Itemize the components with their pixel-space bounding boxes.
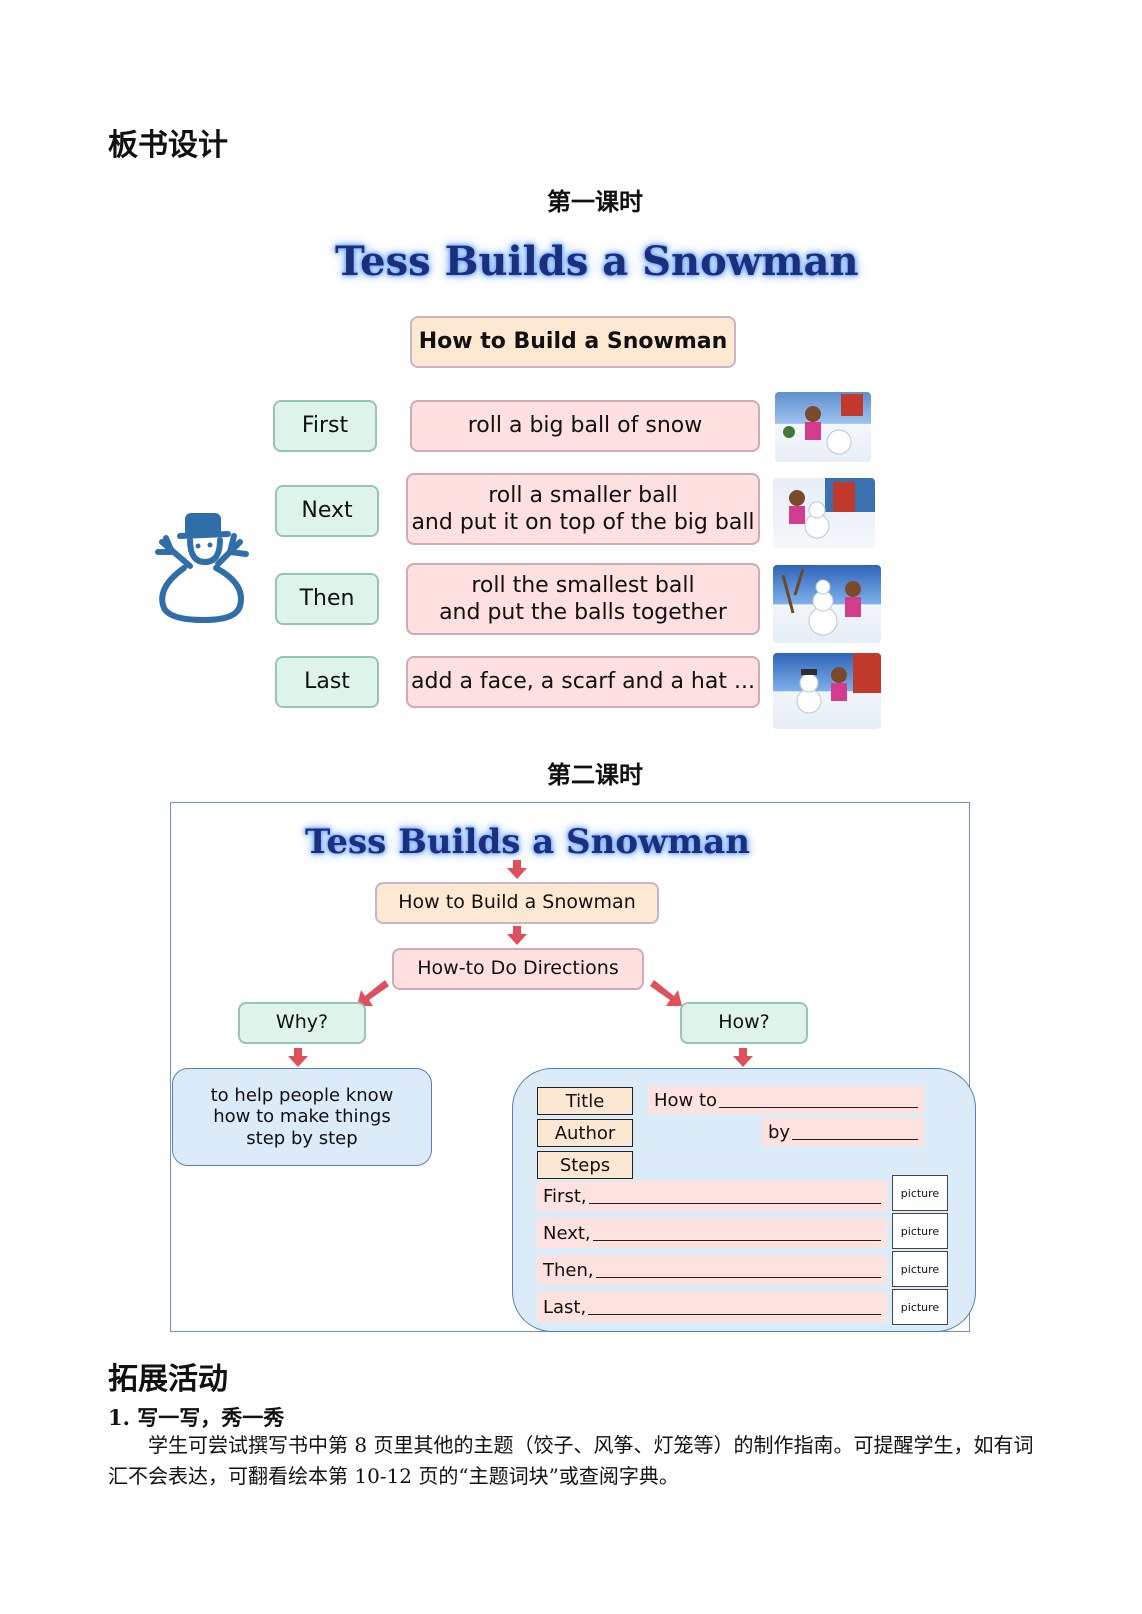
picture-box: picture — [892, 1175, 948, 1211]
step-fill-line-first: First, — [537, 1181, 887, 1211]
step-action-box-then: roll the smallest ball and put the balls… — [406, 563, 760, 635]
title-blank — [719, 1093, 918, 1108]
step-fill-line-next: Next, — [537, 1218, 887, 1248]
author-label: Author — [554, 1122, 616, 1144]
step-action-box-last: add a face, a scarf and a hat ... — [406, 656, 760, 708]
step-blank — [592, 1226, 881, 1241]
why-label: Why? — [275, 1011, 329, 1034]
step-word-box-then: Then — [275, 573, 379, 625]
step-fill-line-then: Then, — [537, 1255, 887, 1285]
author-label-box: Author — [537, 1119, 633, 1147]
arrow-down-right-icon — [650, 980, 682, 1006]
why-answer-box: to help people know how to make things s… — [172, 1068, 432, 1166]
genre-box: How-to Do Directions — [392, 948, 644, 990]
illustration-last — [773, 653, 881, 729]
picture-label: picture — [900, 1262, 940, 1276]
how-box: How? — [680, 1002, 808, 1044]
lesson2-subtitle-box: How to Build a Snowman — [375, 882, 659, 924]
picture-box: picture — [892, 1251, 948, 1287]
author-fill-line: by — [762, 1118, 924, 1146]
step-line-text: Next, — [543, 1222, 591, 1244]
step-word: Next — [301, 498, 353, 524]
lesson1-subtitle: How to Build a Snowman — [418, 329, 728, 355]
step-blank — [588, 1189, 881, 1204]
lesson2-title: Tess Builds a Snowman — [305, 822, 751, 862]
title-line-text: How to — [654, 1089, 718, 1111]
how-label: How? — [718, 1011, 770, 1034]
picture-box: picture — [892, 1213, 948, 1249]
section-heading-board-design: 板书设计 — [108, 128, 228, 163]
picture-label: picture — [900, 1186, 940, 1200]
step-action: add a face, a scarf and a hat ... — [411, 669, 755, 695]
lesson2-label: 第二课时 — [547, 760, 643, 789]
title-fill-line: How to — [648, 1086, 924, 1114]
lesson1-title: Tess Builds a Snowman — [335, 238, 859, 285]
picture-box: picture — [892, 1289, 948, 1325]
step-action: roll a smaller ball and put it on top of… — [411, 482, 755, 536]
step-word-box-last: Last — [275, 656, 379, 708]
step-word: First — [301, 413, 349, 439]
section-heading-extension: 拓展活动 — [108, 1362, 228, 1397]
picture-label: picture — [900, 1300, 940, 1314]
picture-label: picture — [900, 1224, 940, 1238]
steps-label-box: Steps — [537, 1151, 633, 1179]
activity-item-title: 1. 写一写，秀一秀 — [108, 1405, 285, 1430]
title-label-box: Title — [537, 1087, 633, 1115]
genre-label: How-to Do Directions — [417, 957, 619, 980]
step-line-text: Last, — [543, 1296, 587, 1318]
illustration-then — [773, 565, 881, 643]
step-action-box-first: roll a big ball of snow — [410, 400, 760, 452]
why-answer: to help people know how to make things s… — [210, 1084, 394, 1149]
arrow-down-icon — [733, 1048, 753, 1067]
lesson1-subtitle-box: How to Build a Snowman — [410, 316, 736, 368]
step-blank — [595, 1263, 881, 1278]
arrow-down-icon — [507, 860, 527, 879]
arrow-down-icon — [507, 926, 527, 945]
steps-label: Steps — [559, 1154, 611, 1176]
arrow-down-left-icon — [357, 980, 389, 1006]
title-label: Title — [565, 1090, 605, 1112]
why-box: Why? — [238, 1002, 366, 1044]
author-line-text: by — [768, 1121, 791, 1143]
step-word: Then — [299, 586, 355, 612]
step-blank — [588, 1300, 881, 1315]
activity-paragraph: 学生可尝试撰写书中第 8 页里其他的主题（饺子、风筝、灯笼等）的制作指南。可提醒… — [108, 1433, 1034, 1488]
author-blank — [792, 1125, 918, 1140]
step-action: roll a big ball of snow — [467, 413, 703, 439]
illustration-first — [775, 392, 871, 462]
step-line-text: First, — [543, 1185, 587, 1207]
illustration-next — [773, 478, 875, 548]
step-word: Last — [304, 669, 350, 695]
step-word-box-first: First — [273, 400, 377, 452]
lesson1-label: 第一课时 — [547, 187, 643, 216]
step-action-box-next: roll a smaller ball and put it on top of… — [406, 473, 760, 545]
step-action: roll the smallest ball and put the balls… — [439, 572, 727, 626]
step-word-box-next: Next — [275, 485, 379, 537]
arrow-down-icon — [288, 1048, 308, 1067]
step-line-text: Then, — [543, 1259, 594, 1281]
snowman-icon — [155, 513, 249, 623]
step-fill-line-last: Last, — [537, 1292, 887, 1322]
lesson2-subtitle: How to Build a Snowman — [398, 891, 636, 914]
